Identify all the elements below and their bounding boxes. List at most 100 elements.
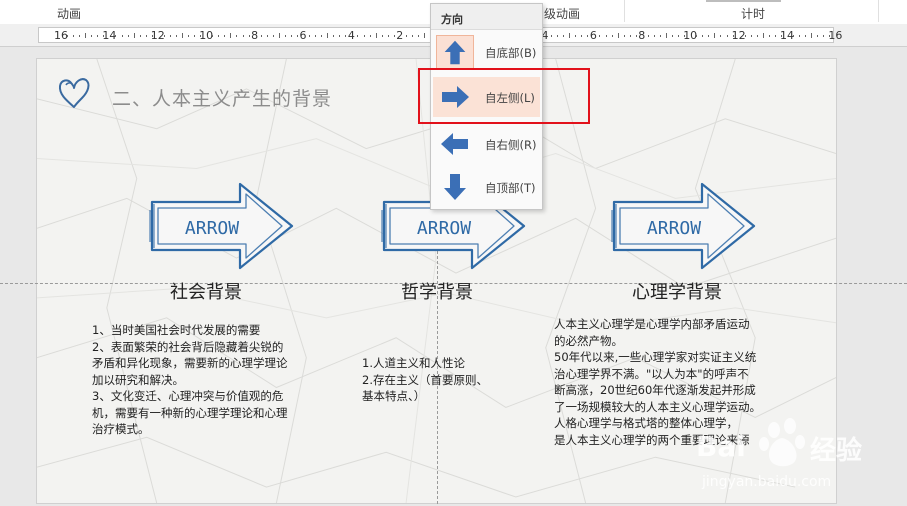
ruler-tick (696, 35, 698, 37)
ruler-tick (284, 35, 286, 37)
ruler-tick (339, 35, 341, 37)
arrow-label-1: ARROW (185, 218, 239, 239)
ruler-number: 8 (638, 29, 646, 42)
ruler-number: 6 (589, 29, 597, 42)
ribbon-group-advanced-animation-label: 级动画 (544, 7, 581, 21)
ruler-tick (315, 35, 317, 37)
column-text-psychology[interactable]: 人本主义心理学是心理学内部矛盾运动 的必然产物。 50年代以来,一些心理学家对实… (554, 316, 761, 448)
ruler-tick (424, 33, 425, 38)
ruler-tick (151, 35, 153, 37)
slide-title[interactable]: 二、人本主义产生的背景 (112, 88, 333, 110)
menu-item-from-top[interactable]: 自顶部(T) (433, 167, 540, 207)
ruler-number: 12 (731, 29, 746, 42)
ruler-tick (321, 35, 323, 37)
ruler-tick (163, 35, 165, 37)
ruler-number: 10 (199, 29, 214, 42)
ruler-tick (133, 33, 135, 38)
ruler-tick (375, 33, 377, 38)
dropdown-header-label: 方向 (441, 13, 463, 26)
ruler-tick (605, 35, 607, 37)
ruler-tick (617, 33, 619, 38)
arrow-label-3: ARROW (647, 218, 701, 239)
ruler-tick (805, 35, 807, 37)
arrow-down-icon (444, 174, 466, 200)
ruler-tick (369, 35, 371, 37)
ruler-tick (411, 35, 413, 37)
ruler-tick (242, 35, 244, 37)
ruler-tick (623, 35, 625, 37)
menu-item-label: 自顶部(T) (485, 181, 536, 195)
arrow-graphic-1[interactable]: ARROW (148, 180, 296, 272)
ruler-tick (732, 35, 734, 37)
ruler-number: 4 (541, 29, 549, 42)
menu-item-from-right[interactable]: 自右侧(R) (433, 124, 540, 164)
ruler-tick (405, 35, 407, 37)
ribbon-separator (878, 0, 879, 22)
menu-item-label: 自右侧(R) (485, 138, 537, 152)
ruler-tick (127, 35, 129, 37)
heart-icon (58, 78, 90, 108)
ruler-number: 6 (299, 29, 307, 42)
ruler-tick (121, 35, 123, 37)
ruler-tick (611, 35, 613, 37)
ruler-tick (145, 35, 147, 37)
ribbon-tab-indicator (706, 0, 781, 2)
ruler-tick (85, 33, 87, 38)
ruler-tick (702, 35, 704, 37)
ruler-tick (793, 35, 795, 37)
ruler-number: 12 (150, 29, 165, 42)
ruler-tick (744, 35, 746, 37)
text-line: 2、表面繁荣的社会背后隐藏着尖锐的 (92, 339, 284, 354)
column-heading-psychology[interactable]: 心理学背景 (632, 282, 722, 303)
ruler-tick (218, 35, 220, 37)
ruler-tick (230, 33, 232, 38)
column-heading-social[interactable]: 社会背景 (170, 282, 242, 303)
column-text-philosophy[interactable]: 1.人道主义和人性论 2.存在主义（首要原则、 基本特点、） (362, 355, 488, 405)
ruler-tick (97, 35, 99, 37)
ruler-tick (363, 35, 365, 37)
ruler-tick (581, 35, 583, 37)
ruler-tick (387, 35, 389, 37)
text-line: 50年代以来,一些心理学家对实证主义统 (554, 350, 757, 364)
ruler-tick (587, 35, 589, 37)
text-line: 加以研究和解决。 (92, 372, 184, 387)
arrow-graphic-3[interactable]: ARROW (610, 180, 758, 272)
ruler-tick (73, 35, 75, 37)
ruler-tick (817, 35, 819, 37)
ruler-tick (726, 35, 728, 37)
ruler-tick (309, 35, 311, 37)
ruler-tick (629, 35, 631, 37)
ruler-tick (635, 35, 637, 37)
ruler-tick (212, 35, 214, 37)
ruler-tick (175, 35, 177, 37)
text-line: 2.存在主义（首要原则、 (362, 372, 488, 387)
ruler-tick (169, 35, 171, 37)
ruler-tick (829, 35, 831, 37)
ruler-number: 16 (828, 29, 843, 42)
ruler-tick (768, 35, 770, 37)
horizontal-guide-line[interactable] (0, 283, 907, 284)
text-line: 基本特点、） (362, 389, 426, 403)
column-heading-philosophy[interactable]: 哲学背景 (401, 282, 473, 303)
ruler-tick (139, 35, 141, 37)
ruler-tick (333, 35, 335, 37)
menu-item-from-bottom[interactable]: 自底部(B) (433, 32, 540, 72)
ruler-tick (327, 33, 329, 38)
ruler-tick (799, 35, 801, 37)
ruler-tick (296, 35, 298, 37)
ruler-tick (272, 35, 274, 37)
ruler-tick (756, 35, 758, 37)
ruler-tick (79, 35, 81, 37)
ribbon-separator (624, 0, 625, 22)
vertical-guide-line[interactable] (437, 46, 438, 504)
menu-item-from-left[interactable]: 自左侧(L) (433, 77, 540, 117)
ruler-number: 4 (347, 29, 355, 42)
ruler-tick (762, 33, 764, 38)
text-line: 断高涨，20世纪60年代逐渐发起并形成 (554, 383, 756, 397)
ruler-tick (678, 35, 680, 37)
dropdown-header: 方向 (431, 4, 542, 30)
ruler-tick (290, 35, 292, 37)
column-text-social[interactable]: 1、当时美国社会时代发展的需要 2、表面繁荣的社会背后隐藏着尖锐的 矛盾和异化现… (92, 322, 288, 438)
text-line: 了一场规模较大的人本主义心理学运动。 (554, 399, 761, 414)
ruler-tick (672, 35, 674, 37)
